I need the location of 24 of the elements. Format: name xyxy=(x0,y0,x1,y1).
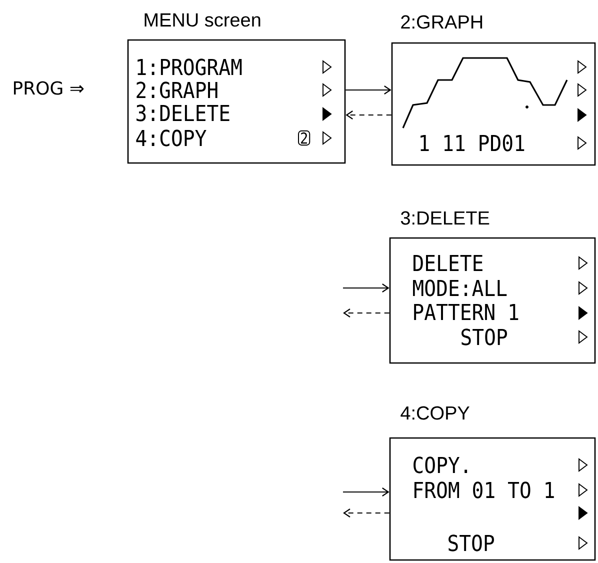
screen-title: MENU screen xyxy=(144,13,260,27)
arrow xyxy=(343,308,390,318)
arrow xyxy=(346,110,392,120)
arrow xyxy=(343,488,390,496)
menu-line: 1:PROGRAM xyxy=(138,58,242,76)
arrow xyxy=(343,508,390,518)
menu-line: 4:COPY xyxy=(136,130,206,146)
menu-line: FROM 01 TO 1 xyxy=(414,482,554,498)
menu-line: PATTERN 1 xyxy=(414,304,518,320)
menu-line: STOP xyxy=(448,534,494,552)
menu-line: MODE:ALL xyxy=(413,280,507,296)
screen-title: 3:DELETE xyxy=(400,211,490,225)
menu-line: STOP xyxy=(462,328,507,346)
arrow xyxy=(343,284,390,292)
menu-line: COPY. xyxy=(414,456,468,474)
screen-title: 4:COPY xyxy=(400,406,470,420)
screen-title: 2:GRAPH xyxy=(401,15,482,29)
menu-line: 3:DELETE xyxy=(136,104,230,122)
cursor-badge: 2 xyxy=(298,130,310,146)
key-label: PROG ⇒ xyxy=(14,81,84,95)
menu-line: DELETE xyxy=(414,254,482,272)
menu-line: 2:GRAPH xyxy=(136,82,218,98)
graph-readout: 1 11 PD01 xyxy=(420,134,524,152)
arrow xyxy=(346,86,392,94)
